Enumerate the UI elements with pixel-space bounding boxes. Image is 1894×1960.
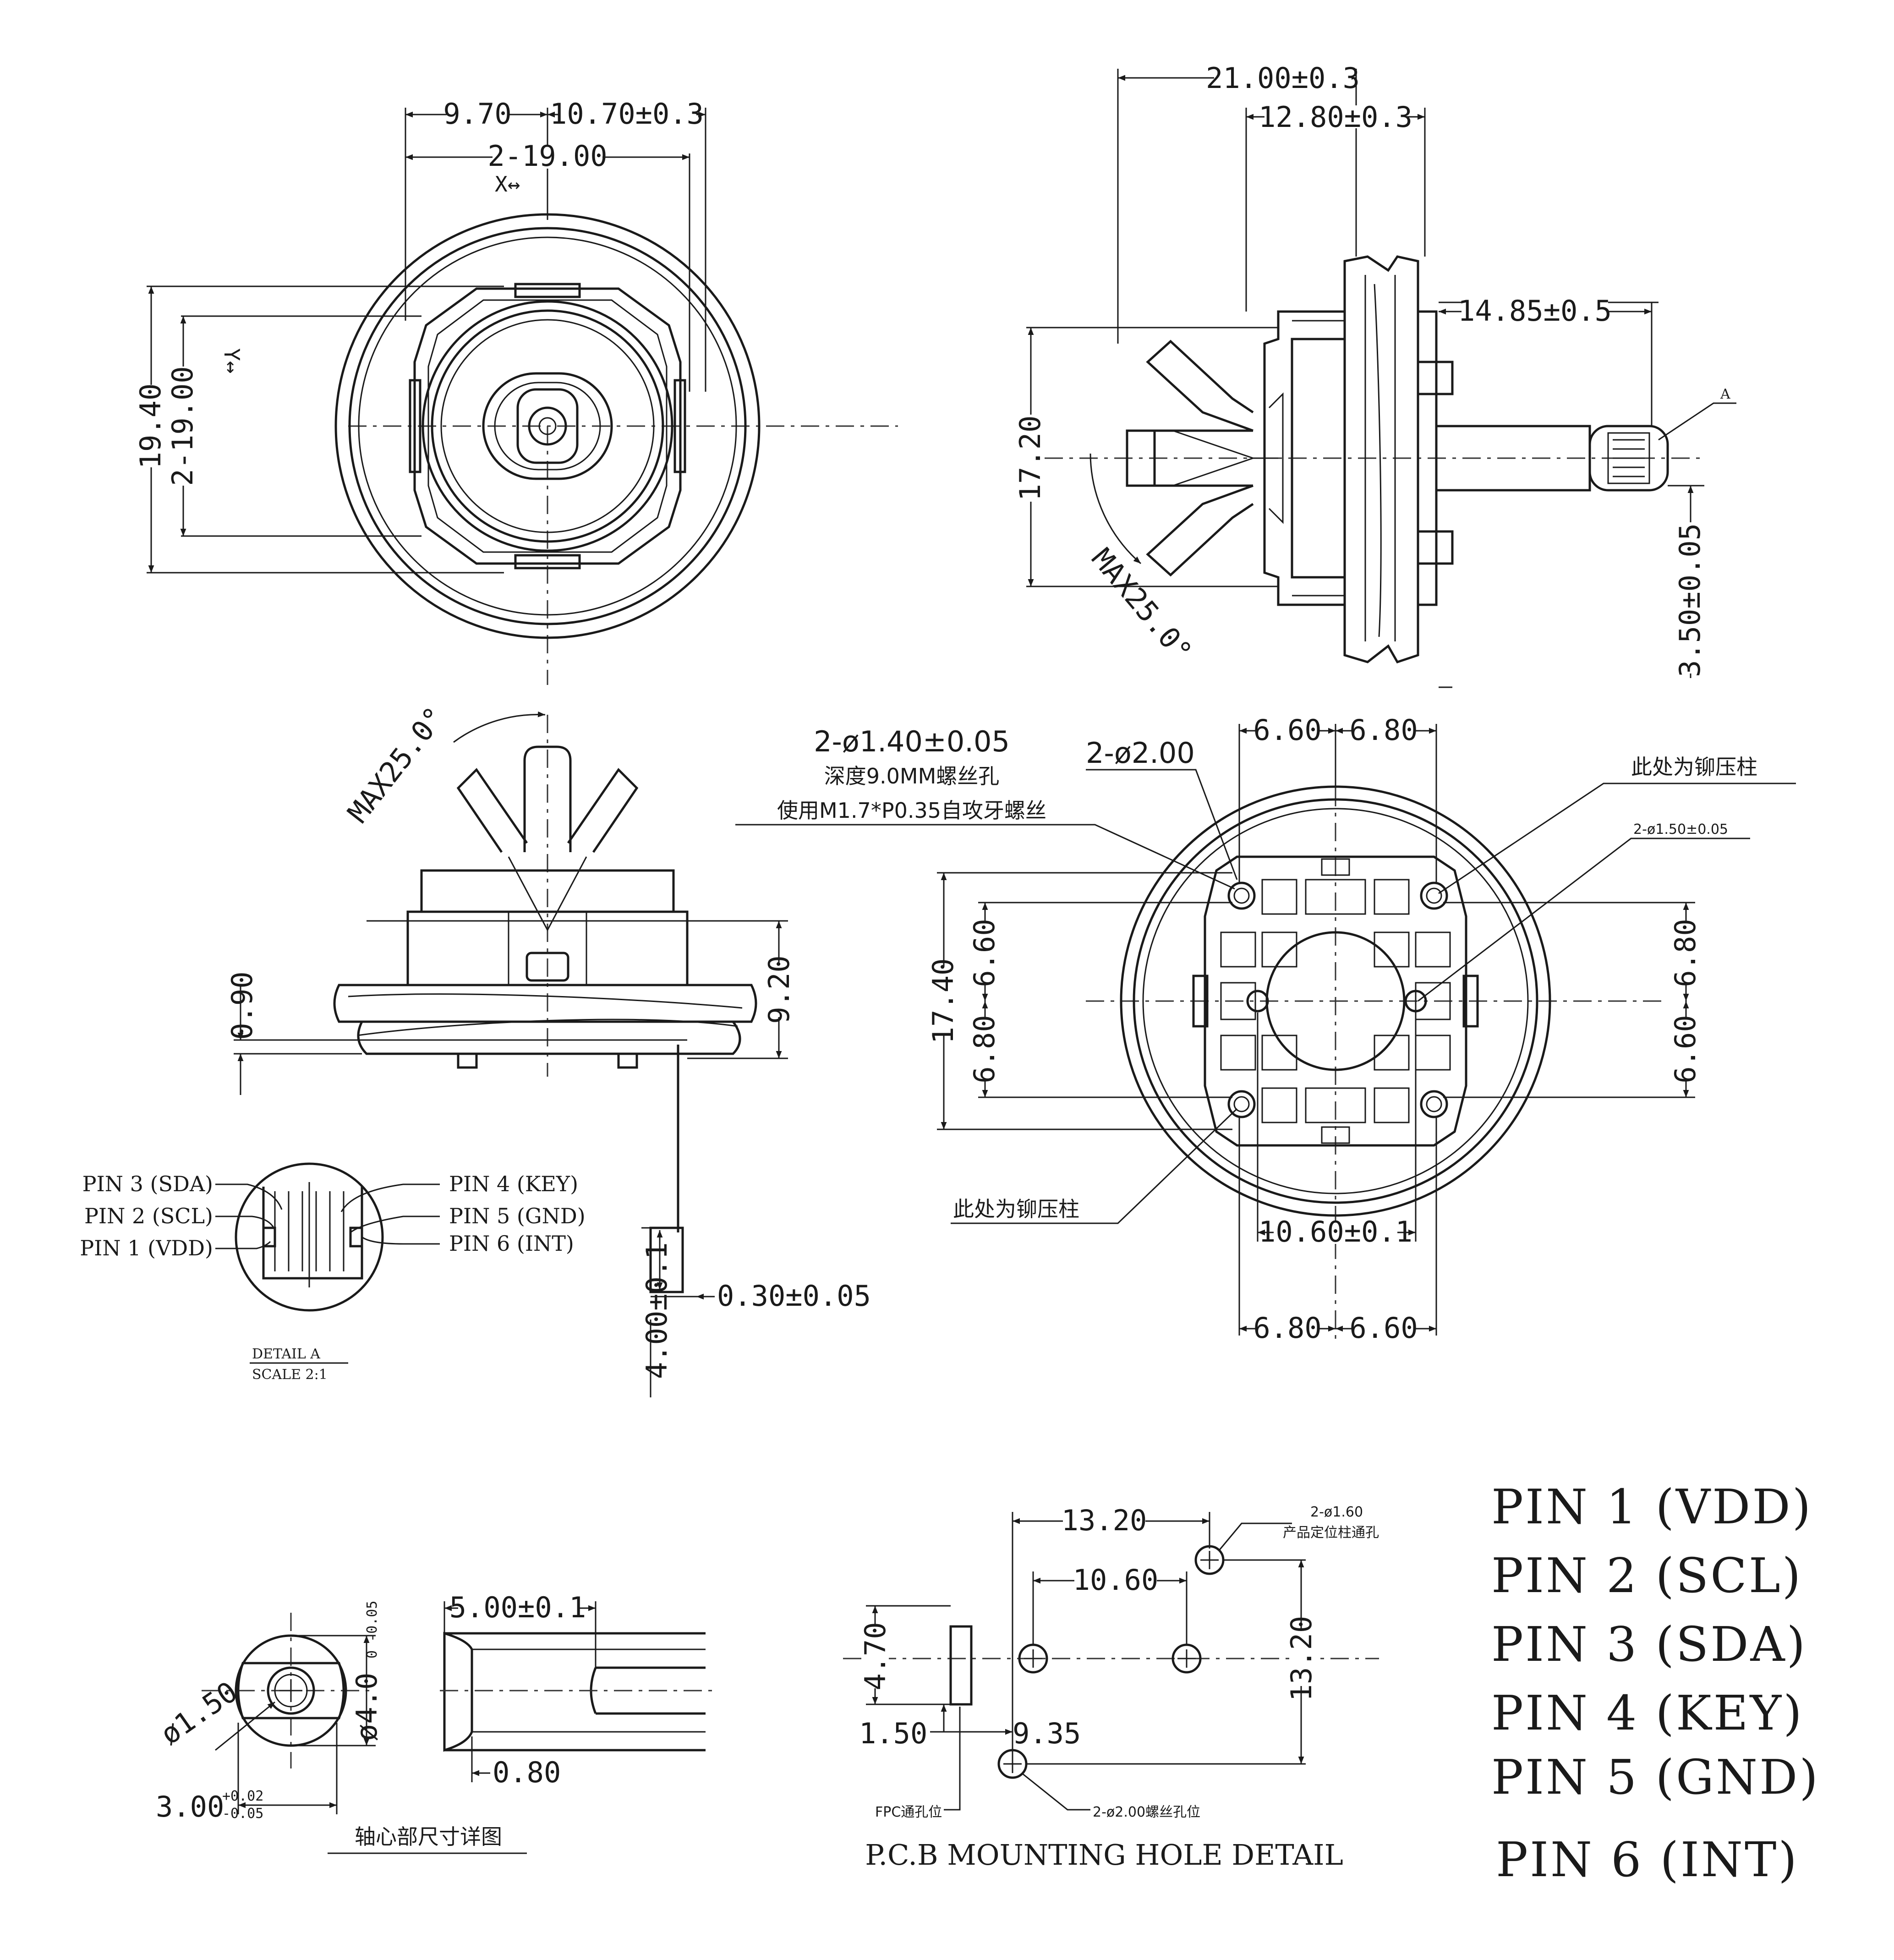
detail-pin-right-3: PIN 6 (INT) [449, 1231, 574, 1256]
pcb-dim-inner-width: 10.60 [1073, 1563, 1159, 1597]
pin-list-item-2: PIN 2 (SCL) [1491, 1548, 1802, 1604]
shaft-dim-flat-tol-upper: +0.02 [222, 1788, 263, 1804]
bottom-screw-depth: 深度9.0MM螺丝孔 [824, 764, 1000, 788]
bottom-view: 6.60 6.80 2-ø1.40±0.05 深度9.0MM螺丝孔 使用M1.7… [735, 713, 1796, 1345]
bottom-dim-top-right: 6.80 [1349, 713, 1418, 747]
pin-list-item-1: PIN 1 (VDD) [1491, 1479, 1812, 1535]
bottom-screw-note: 使用M1.7*P0.35自攻牙螺丝 [777, 798, 1046, 823]
bottom-post-dia: 2-ø2.00 [1086, 736, 1195, 770]
bottom-rivet-note-bottom: 此处为铆压柱 [953, 1197, 1079, 1221]
pin-list-item-5: PIN 5 (GND) [1491, 1749, 1820, 1805]
side-dim-body: 12.80±0.3 [1259, 100, 1412, 134]
bottom-pin-hole: 2-ø1.50±0.05 [1633, 821, 1728, 838]
shaft-title: 轴心部尺寸详图 [355, 1824, 502, 1849]
detail-title: DETAIL A [252, 1346, 320, 1362]
elev-dim-flange: 0.90 [225, 971, 259, 1040]
bottom-dim-left-upper: 6.60 [968, 919, 1001, 987]
elev-dim-fpc-width: 4.00±0.1 [640, 1242, 673, 1379]
detail-pin-right-2: PIN 5 (GND) [449, 1204, 586, 1228]
pcb-dim-outer-width: 13.20 [1062, 1504, 1147, 1537]
side-dim-shaft-offset: 3.50±0.05 [1673, 523, 1707, 677]
detail-pin-left-1: PIN 3 (SDA) [82, 1172, 213, 1196]
bottom-dim-height: 17.40 [926, 958, 960, 1044]
shaft-dim-outer-tol: 0 -0.05 [364, 1601, 380, 1659]
shaft-dim-flat: 3.00 [156, 1790, 224, 1823]
bottom-dim-bottom-right: 6.60 [1349, 1311, 1418, 1345]
pin-list-item-3: PIN 3 (SDA) [1491, 1616, 1807, 1672]
side-dim-height: 17.20 [1013, 416, 1047, 501]
bottom-dim-right-upper: 6.80 [1669, 919, 1702, 987]
front-view: 9.70 10.70±0.3 2-19.00 X↔ 19.40 2-19.00 … [134, 97, 898, 685]
front-dim-right: 10.70±0.3 [550, 97, 704, 131]
shaft-dim-dia: ø1.50 [154, 1675, 244, 1751]
detail-a: PIN 3 (SDA) PIN 2 (SCL) PIN 1 (VDD) PIN … [80, 1162, 586, 1383]
shaft-dim-flat-tol-lower: -0.05 [222, 1806, 263, 1822]
shaft-detail: 3.00 +0.02 -0.05 ø1.50 ø4.0 0 -0.05 5.00… [154, 1591, 715, 1854]
side-dim-shaft: 14.85±0.5 [1458, 294, 1612, 328]
bottom-screw-hole: 2-ø1.40±0.05 [814, 725, 1010, 758]
bottom-dim-bottom-left: 6.80 [1253, 1311, 1321, 1345]
detail-pin-left-2: PIN 2 (SCL) [84, 1204, 213, 1228]
shaft-dim-chamfer: 0.80 [493, 1756, 561, 1789]
pin-list-item-6: PIN 6 (INT) [1496, 1832, 1799, 1888]
front-dim-width: 2-19.00 [487, 139, 607, 173]
elev-dim-fpc-thickness: 0.30±0.05 [717, 1279, 871, 1313]
detail-pin-right-1: PIN 4 (KEY) [449, 1172, 578, 1196]
front-axis-y: Y↔ [219, 348, 244, 373]
elevation-view: 9.20 0.90 MAX25.0° 0.30±0.05 4.00±0.1 [225, 701, 871, 1397]
bottom-dim-left-lower: 6.80 [968, 1015, 1001, 1083]
bottom-rivet-note-top: 此处为铆压柱 [1631, 755, 1757, 779]
pcb-fpc-note: FPC通孔位 [875, 1804, 942, 1820]
elev-dim-height: 9.20 [762, 955, 796, 1024]
bottom-dim-top-left: 6.60 [1253, 713, 1321, 747]
side-view: 21.00±0.3 12.80±0.3 14.85±0.5 17.20 MAX2… [1013, 61, 1736, 688]
pin-list: PIN 1 (VDD) PIN 2 (SCL) PIN 3 (SDA) PIN … [1491, 1479, 1820, 1888]
detail-scale: SCALE 2:1 [252, 1367, 328, 1383]
pcb-title: P.C.B MOUNTING HOLE DETAIL [865, 1838, 1343, 1872]
front-axis-x: X↔ [495, 172, 520, 197]
pin-list-item-4: PIN 4 (KEY) [1491, 1685, 1804, 1741]
side-dim-total: 21.00±0.3 [1206, 61, 1360, 95]
pcb-locating-hole: 2-ø1.60 [1310, 1504, 1363, 1520]
pcb-dim-height: 13.20 [1285, 1616, 1318, 1702]
pcb-locating-note: 产品定位柱通孔 [1283, 1525, 1379, 1541]
side-detail-mark: A [1720, 386, 1730, 402]
front-dim-height-outer: 19.40 [134, 383, 167, 469]
side-tilt: MAX25.0° [1085, 542, 1199, 668]
bottom-dim-right-lower: 6.60 [1669, 1015, 1702, 1083]
pcb-screw-note: 2-ø2.00螺丝孔位 [1093, 1804, 1200, 1820]
pcb-dim-fpc-offset: 1.50 [859, 1717, 927, 1750]
pcb-dim-hole-offset: 9.35 [1013, 1717, 1081, 1750]
detail-pin-left-3: PIN 1 (VDD) [80, 1236, 213, 1260]
shaft-dim-outer: ø4.0 [350, 1673, 383, 1741]
front-dim-height-inner: 2-19.00 [166, 366, 199, 486]
pcb-dim-fpc-height: 4.70 [859, 1622, 892, 1690]
bottom-dim-center: 10.60±0.1 [1259, 1215, 1412, 1248]
elev-tilt: MAX25.0° [341, 701, 451, 829]
shaft-dim-length: 5.00±0.1 [449, 1591, 586, 1624]
pcb-detail: 13.20 10.60 2-ø1.60 产品定位柱通孔 4.70 1.50 9.… [843, 1504, 1379, 1872]
front-dim-left: 9.70 [443, 97, 511, 131]
